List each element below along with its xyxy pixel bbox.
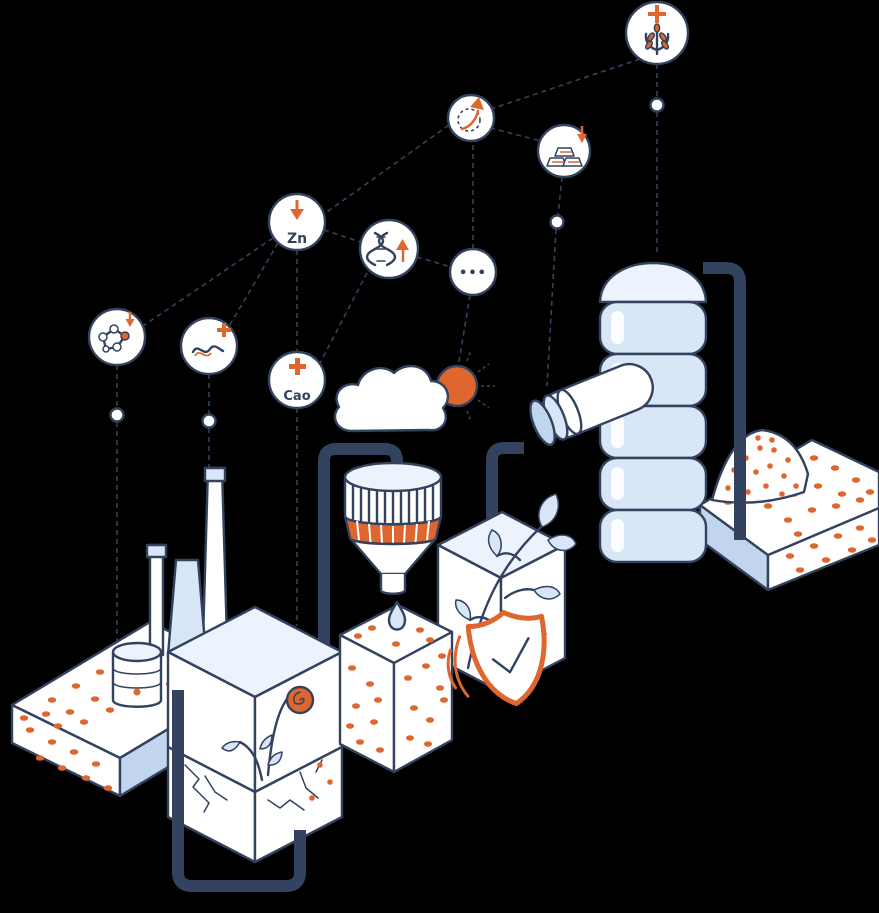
- growing-plant: [454, 493, 577, 670]
- tank-pipe: [703, 262, 746, 540]
- leaf: [487, 529, 502, 557]
- wheat-plus-icon: [624, 0, 690, 66]
- plus-icon: [289, 358, 306, 375]
- molecule-down-icon: [87, 307, 147, 367]
- wilted-leaf: [267, 751, 283, 766]
- wilted-leaf: [221, 740, 241, 752]
- right-soil-strip: [698, 428, 879, 592]
- gravel-granules: [725, 435, 799, 497]
- water-drop: [387, 600, 407, 631]
- zinc-down-icon: Zn: [267, 192, 327, 252]
- feed-pipe: [486, 442, 524, 560]
- wilted-plant: [221, 685, 315, 782]
- funnel: [343, 461, 443, 595]
- gold-bars-down-icon: [536, 123, 592, 179]
- thin-chimney-cap: [145, 543, 168, 559]
- network-links: [116, 58, 658, 648]
- gravel-mound: [710, 428, 810, 504]
- up-arrow-icon: [460, 109, 480, 131]
- leaf: [538, 493, 560, 528]
- check-icon: [491, 637, 530, 674]
- recycle-arc: [457, 108, 481, 132]
- dna-up-icon: [358, 218, 420, 280]
- leaf: [547, 534, 577, 552]
- ellipsis-label: •••: [459, 266, 487, 281]
- ellipsis-icon: •••: [448, 247, 498, 297]
- worm-plus-icon: [179, 316, 239, 376]
- cloud-icon: [333, 364, 450, 433]
- wilted-leaf: [259, 734, 273, 750]
- calcium-label: Cao: [283, 389, 310, 404]
- soil-block-dotted: [338, 603, 454, 774]
- recycle-up-icon: [446, 93, 496, 143]
- zinc-label: Zn: [287, 231, 307, 247]
- leaf: [533, 585, 561, 600]
- funnel-cone: [348, 536, 438, 576]
- plus-icon: [648, 5, 666, 23]
- network-dots: [109, 97, 665, 429]
- factory-chimney-tall: [201, 466, 229, 642]
- horizontal-tank: [529, 362, 654, 446]
- leaf: [454, 599, 472, 621]
- funnel-pipe: [318, 443, 403, 668]
- storage-tank: [598, 261, 708, 564]
- small-tank: [111, 641, 163, 708]
- plus-icon: [217, 323, 231, 337]
- shield-check-icon: [446, 609, 547, 707]
- shield: [465, 609, 547, 707]
- cracked-soil-block: [166, 745, 344, 864]
- frame-pipe: [172, 690, 306, 892]
- thin-chimney: [148, 543, 165, 657]
- worm: [191, 345, 225, 354]
- funnel-spout: [379, 572, 407, 595]
- cao-plus-icon: Cao: [267, 350, 327, 410]
